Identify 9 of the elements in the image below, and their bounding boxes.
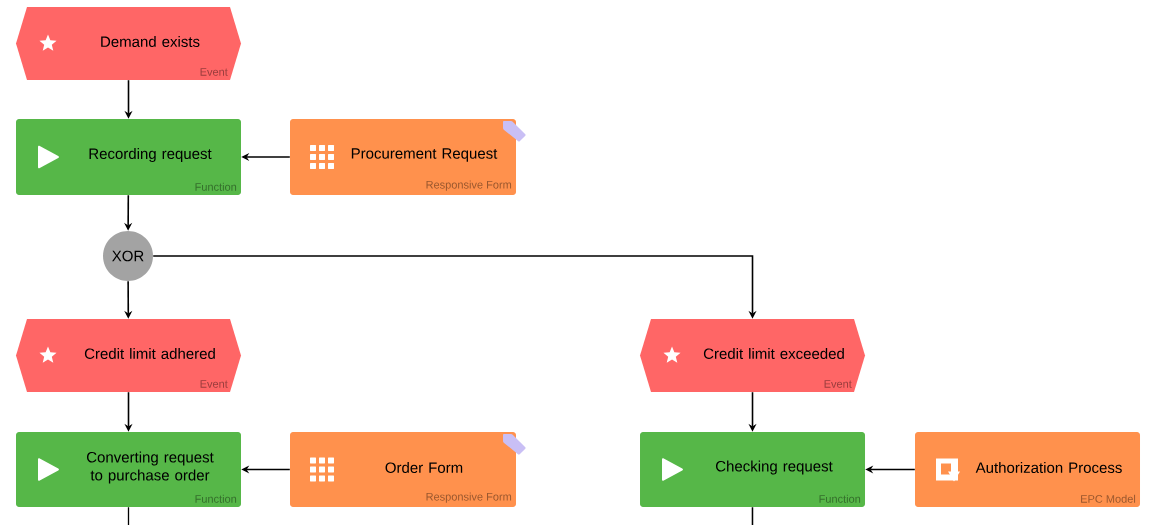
event-hexagon: Demand exists Event <box>16 7 241 80</box>
event-hexagon: Credit limit exceeded Event <box>640 319 865 392</box>
form-box: Procurement Request Responsive Form <box>290 119 516 195</box>
function-box: Checking request Function <box>640 432 865 507</box>
model-box: Authorization Process EPC Model <box>915 432 1140 507</box>
function-box: Converting request to purchase order Function <box>16 432 241 507</box>
event-hexagon: Credit limit adhered Event <box>16 319 241 392</box>
function-box: Recording request Function <box>16 119 241 195</box>
form-box: Order Form Responsive Form <box>290 432 516 507</box>
